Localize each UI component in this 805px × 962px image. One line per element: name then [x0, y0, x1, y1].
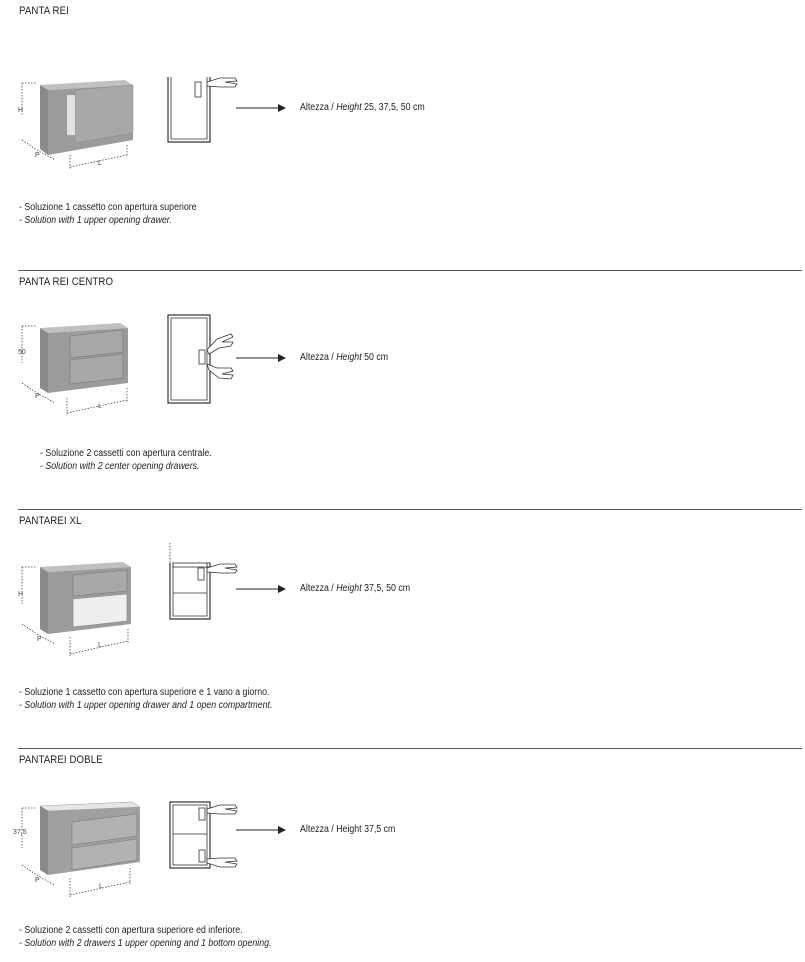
dim-h-label: 37,5 [13, 829, 27, 836]
section-title: PANTAREI DOBLE [19, 754, 103, 766]
section-diagram [167, 314, 234, 404]
arrow-icon [236, 585, 286, 593]
divider [18, 748, 802, 749]
height-info: Altezza / Height 37,5 cm [300, 824, 396, 835]
dim-h-label: H [18, 107, 23, 114]
arrow-icon [236, 826, 286, 834]
description: - Soluzione 1 cassetto con apertura supe… [19, 687, 273, 711]
divider [18, 509, 802, 510]
section-title: PANTA REI [19, 5, 69, 17]
dim-p-label: P [37, 636, 42, 643]
dim-h-label: 50 [18, 349, 26, 356]
arrow-icon [236, 104, 286, 112]
dim-h-label: H [18, 591, 23, 598]
section-diagram [167, 77, 238, 143]
dim-l-label: L [98, 642, 102, 649]
dim-l-label: L [99, 883, 103, 890]
height-info: Altezza / Height 50 cm [300, 352, 389, 363]
dim-p-label: P [35, 393, 40, 400]
divider [18, 270, 802, 271]
description: - Soluzione 2 cassetti con apertura supe… [19, 925, 272, 949]
section-title: PANTA REI CENTRO [19, 276, 114, 288]
description: - Soluzione 1 cassetto con apertura supe… [19, 202, 197, 226]
cabinet-illustration: H P L [18, 80, 134, 170]
section-title: PANTAREI XL [19, 515, 82, 527]
dim-p-label: P [35, 152, 40, 159]
section-diagram [169, 543, 238, 620]
dim-l-label: L [98, 403, 102, 410]
section-diagram [169, 801, 238, 869]
height-info: Altezza / Height 37,5, 50 cm [300, 583, 411, 594]
height-info: Altezza / Height 25, 37,5, 50 cm [300, 102, 425, 113]
cabinet-illustration: 37,5 P L [13, 801, 141, 897]
cabinet-illustration: 50 P L [18, 323, 128, 415]
dim-p-label: P [35, 877, 40, 884]
arrow-icon [236, 354, 286, 362]
dim-l-label: L [98, 160, 102, 167]
description: - Soluzione 2 cassetti con apertura cent… [40, 448, 212, 472]
cabinet-illustration: H P L [18, 562, 131, 656]
